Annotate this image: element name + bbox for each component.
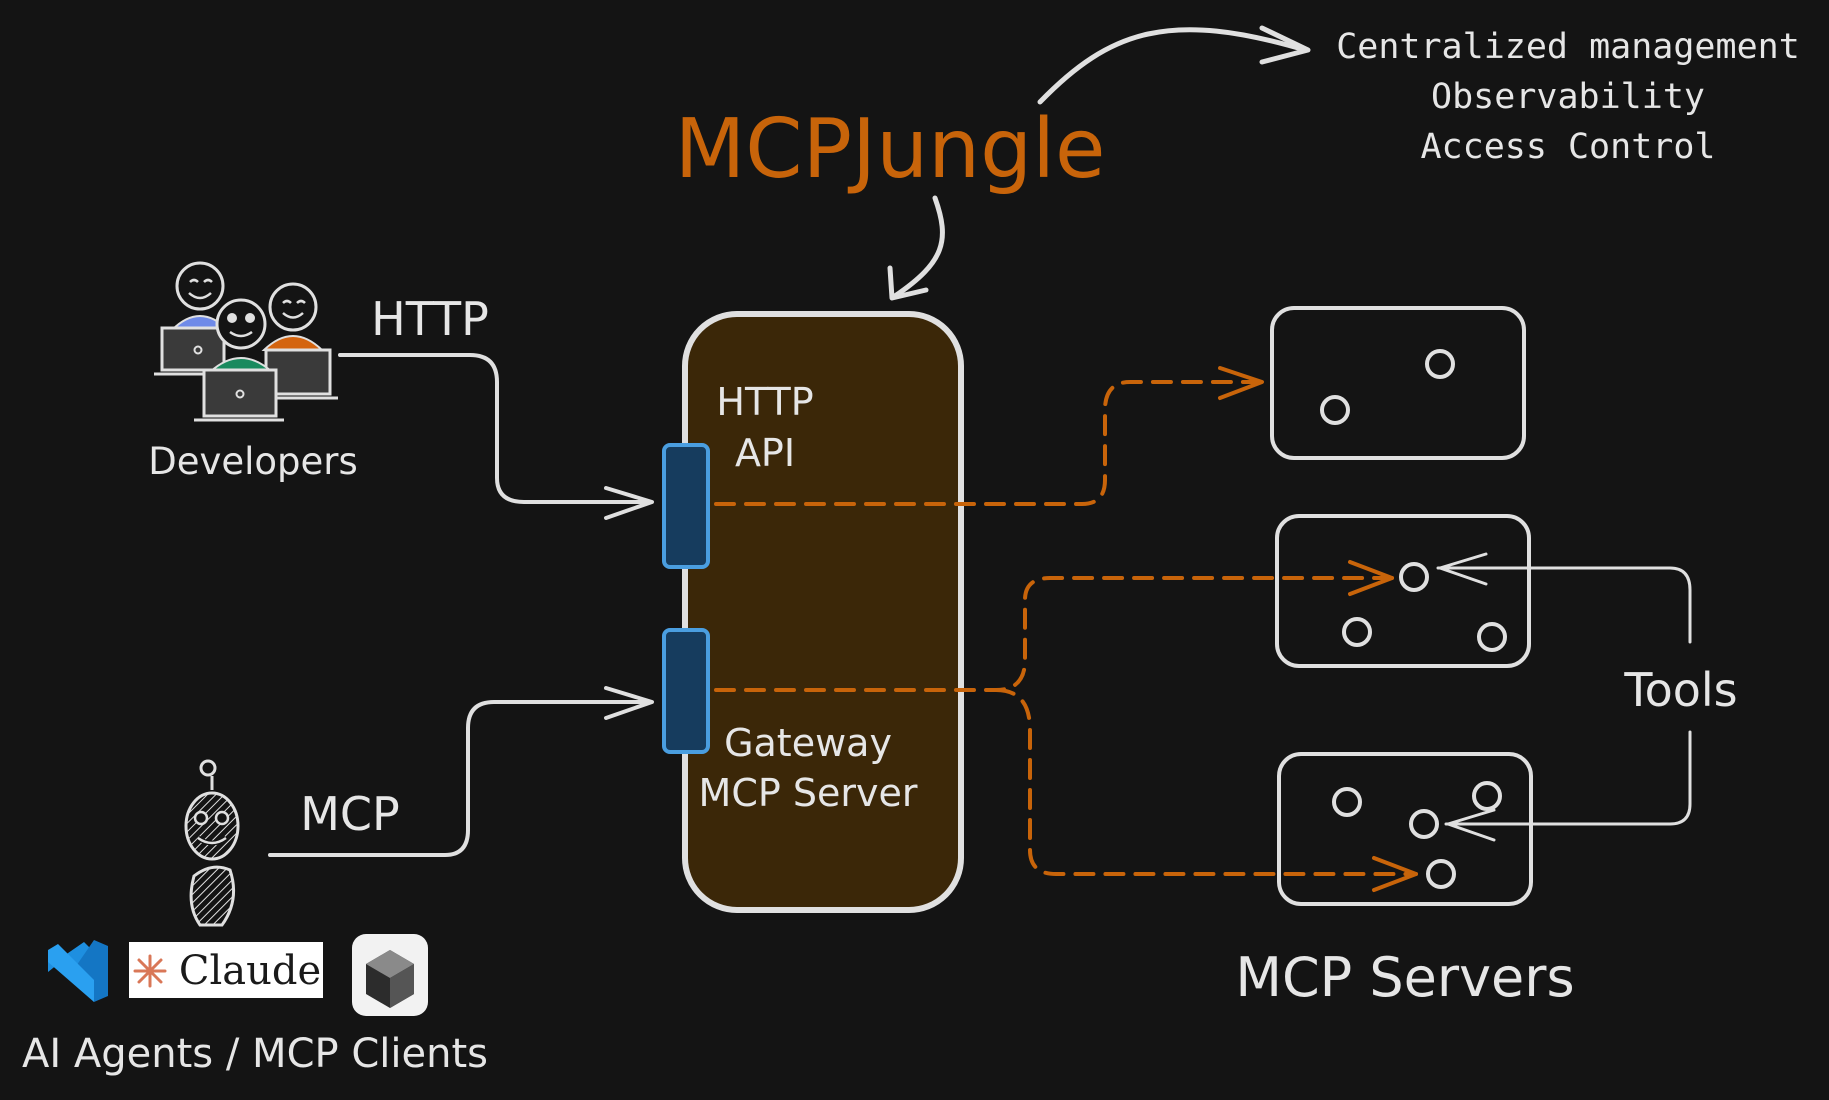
mcp-server-3 xyxy=(1277,752,1533,906)
mcp-servers-label: MCP Servers xyxy=(1235,946,1574,1009)
title-to-gateway-arrow-head xyxy=(887,265,929,301)
feature-centralized-management: Centralized management xyxy=(1336,27,1800,67)
agents-arrow-head xyxy=(604,686,654,720)
mcp-server-2 xyxy=(1275,514,1531,668)
mcp-protocol-label: MCP xyxy=(300,787,400,841)
developers-label: Developers xyxy=(148,440,358,483)
gateway-mcp-label-line2: MCP Server xyxy=(699,771,918,815)
claude-logo-text: Claude xyxy=(179,948,321,994)
developers-to-gateway-arrow xyxy=(338,353,652,504)
features-arrow xyxy=(1037,27,1308,105)
tools-bracket xyxy=(1436,566,1692,826)
feature-access-control: Access Control xyxy=(1420,127,1715,167)
developers-icon xyxy=(154,261,338,422)
title-to-gateway-arrow xyxy=(892,195,945,299)
gateway-box xyxy=(682,311,964,913)
robot-agent-icon xyxy=(184,759,240,927)
tools-arrow-head-top xyxy=(1438,552,1488,586)
mcp-server-1 xyxy=(1270,306,1526,460)
mcp-port xyxy=(662,628,710,754)
tools-arrow-head-bottom xyxy=(1446,808,1496,842)
http-api-label-line1: HTTP xyxy=(716,380,813,424)
api-to-server1-link xyxy=(714,380,1264,506)
vscode-logo xyxy=(48,940,108,1002)
http-protocol-label: HTTP xyxy=(371,292,489,346)
mcp-to-server3-link xyxy=(994,688,1418,876)
title: MCPJungle xyxy=(675,102,1106,197)
gateway-connections xyxy=(714,380,1418,876)
developers-arrow-head xyxy=(604,486,654,520)
cursor-logo xyxy=(352,934,428,1016)
link-arrow-heads xyxy=(1218,366,1418,892)
feature-observability: Observability xyxy=(1431,77,1705,117)
agents-label: AI Agents / MCP Clients xyxy=(22,1031,488,1077)
claude-sunburst-icon xyxy=(133,954,167,988)
agents-to-gateway-arrow xyxy=(268,700,652,857)
http-api-port xyxy=(662,443,710,569)
http-api-label-line2: API xyxy=(735,431,795,475)
features-arrow-head xyxy=(1259,25,1311,65)
gateway-mcp-label-line1: Gateway xyxy=(724,721,892,765)
tools-label: Tools xyxy=(1623,663,1737,717)
